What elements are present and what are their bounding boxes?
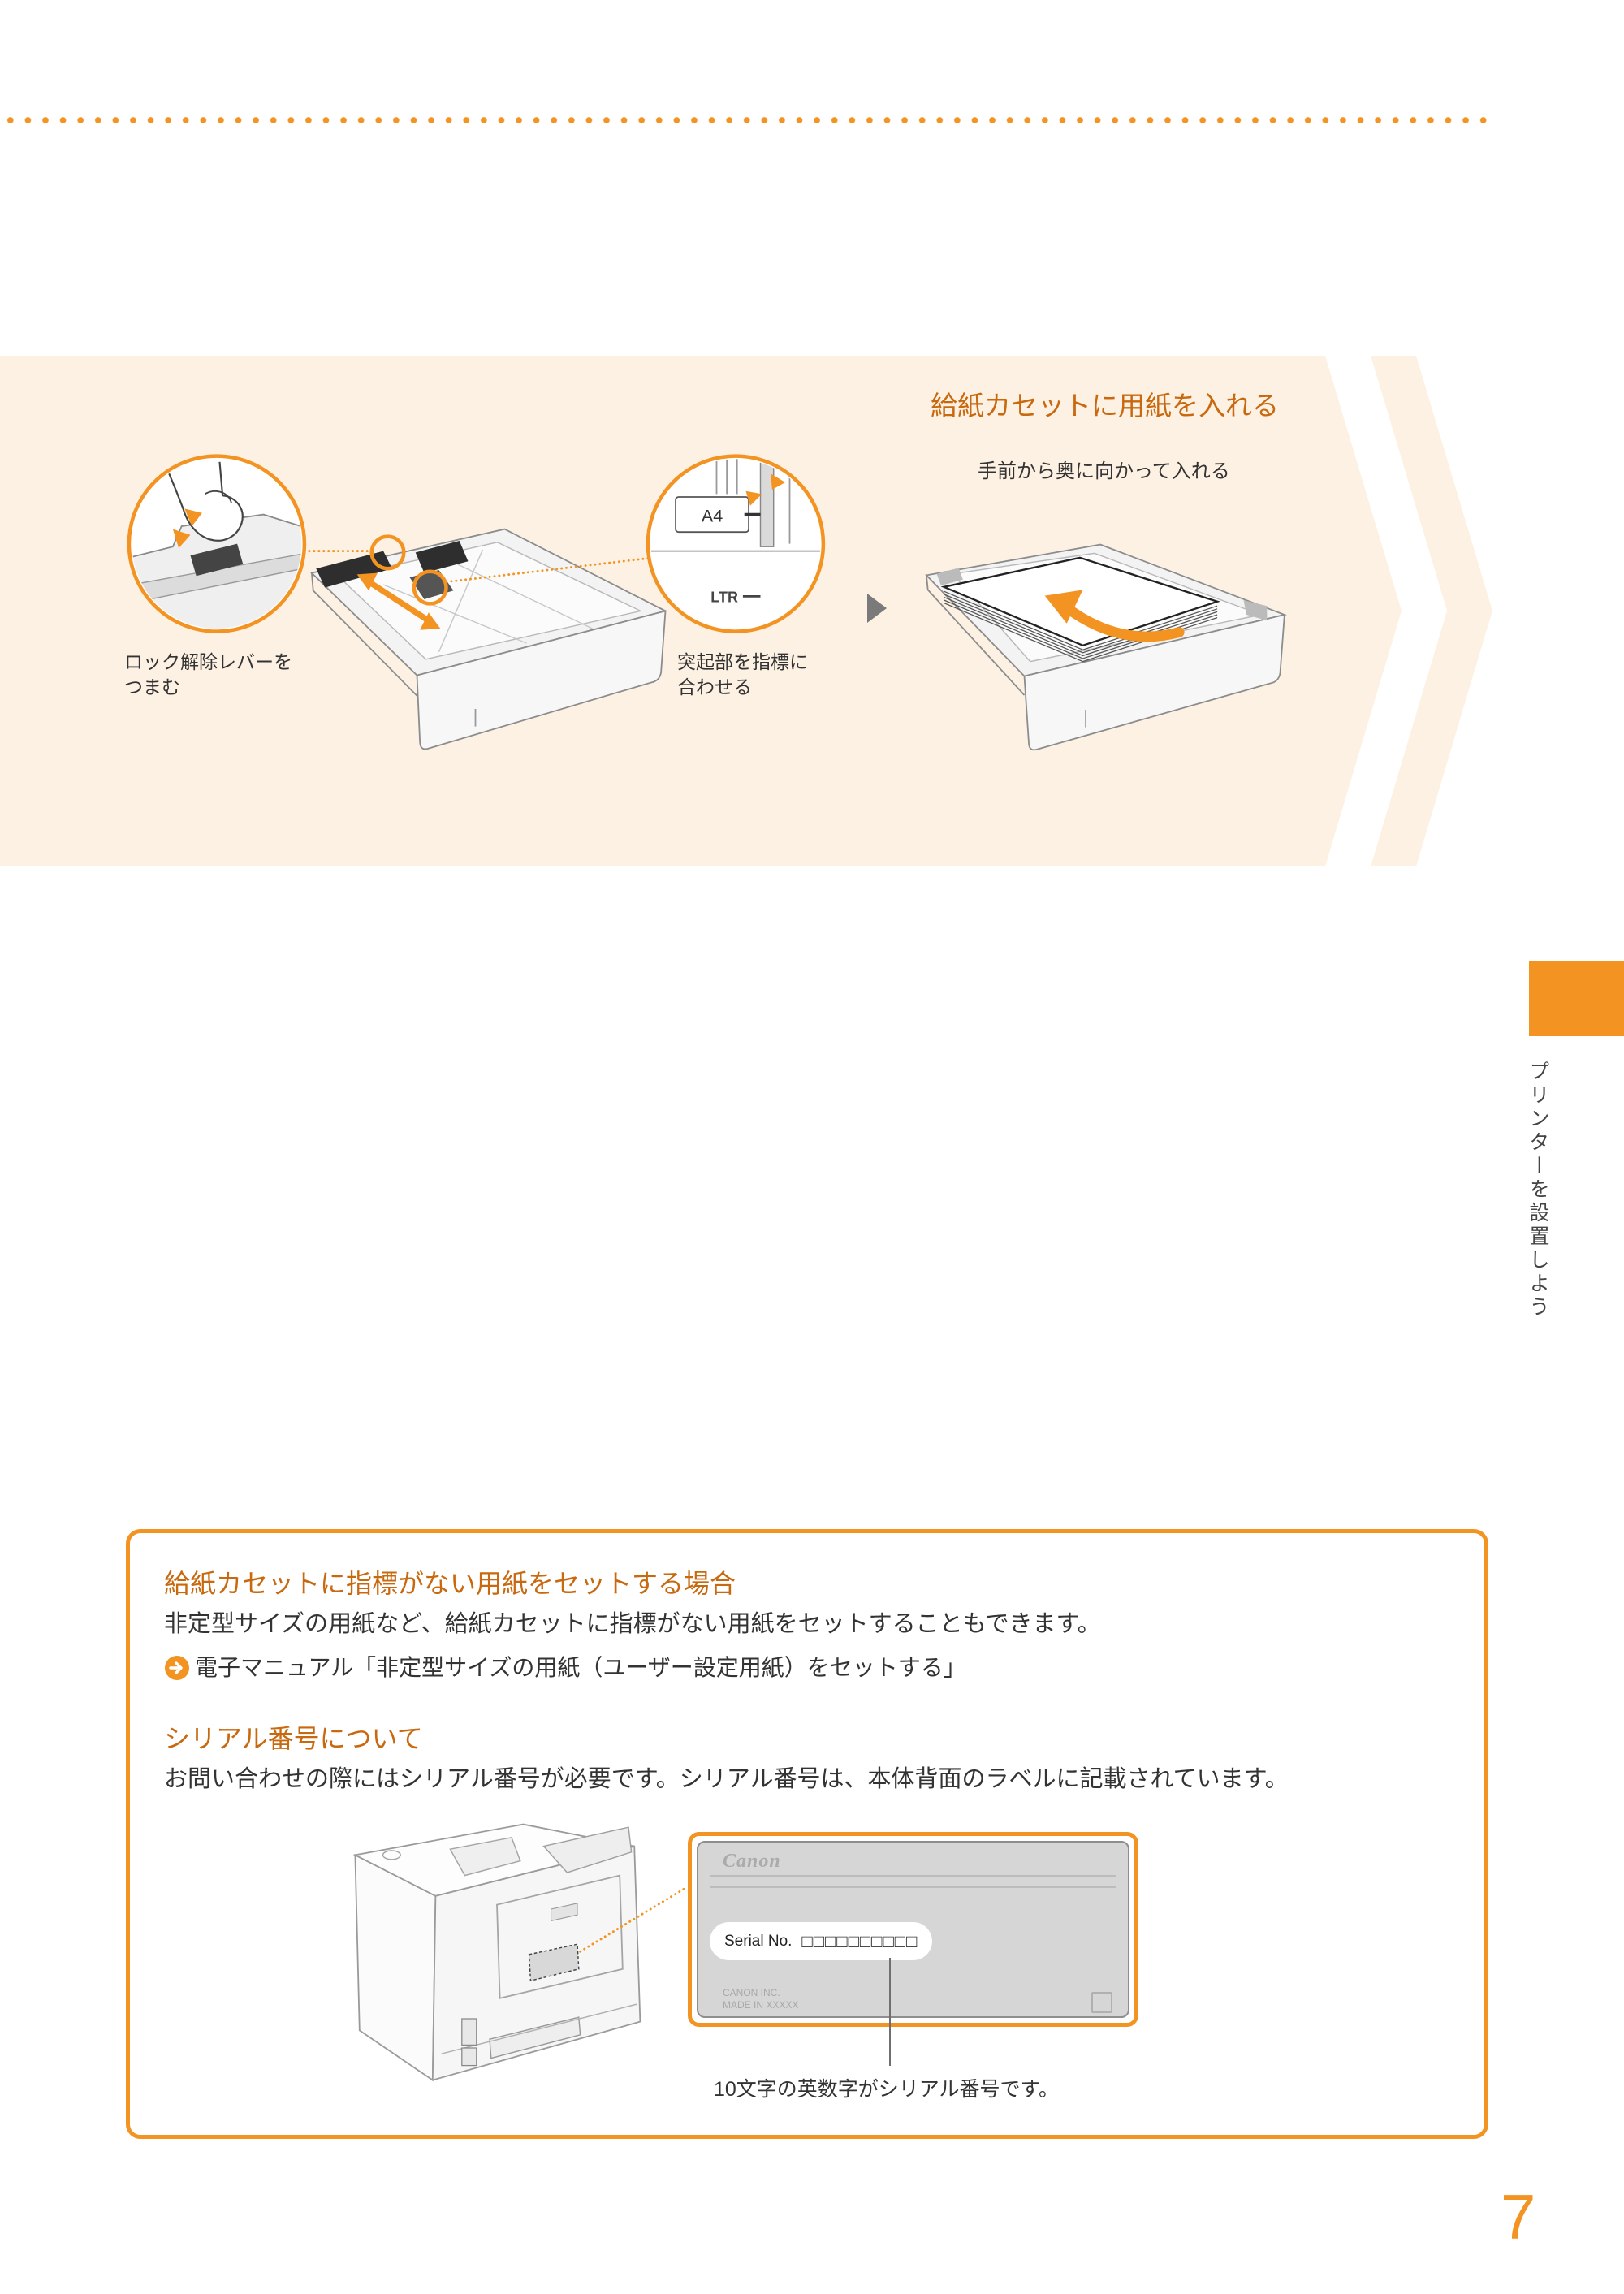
page-number: 7: [1501, 2181, 1536, 2253]
serial-number-field: Serial No. □□□□□□□□□□: [710, 1922, 933, 1960]
printer-rear-illustration: [352, 1823, 689, 2082]
paper-cassette: [310, 528, 668, 750]
insert-direction-arrow: [1044, 590, 1185, 642]
custom-paper-body: 非定型サイズの用紙など、給紙カセットに指標がない用紙をセットすることもできます。: [164, 1611, 1101, 1637]
serial-number-caption: 10文字の英数字がシリアル番号です。: [714, 2078, 1060, 2101]
chapter-tab: [1529, 961, 1624, 1036]
label-checkbox-mark: [1091, 1992, 1112, 2013]
serial-field-value: □□□□□□□□□□: [801, 1930, 918, 1951]
manual-reference-link[interactable]: 電子マニュアル「非定型サイズの用紙（ユーザー設定用紙）をセットする」: [164, 1653, 966, 1683]
serial-number-body: お問い合わせの際にはシリアル番号が必要です。シリアル番号は、本体背面のラベルに記…: [164, 1766, 1289, 1792]
callout-line: [889, 1958, 891, 2066]
arrow-right-circle-icon: [165, 1656, 189, 1680]
load-paper-illustration: [925, 543, 1287, 751]
caption-guide-mark: 突起部を指標に 合わせる: [677, 650, 808, 700]
serial-label-closeup: Canon Serial No. □□□□□□□□□□ CANON INC. M…: [688, 1832, 1138, 2027]
size-guide-closeup: A4 LTR: [646, 454, 826, 633]
caption-lock-lever-line1: ロック解除レバーを: [124, 651, 292, 672]
step-instruction: 手前から奥に向かって入れる: [978, 460, 1230, 482]
cassette-adjust-illustration: A4 LTR: [127, 454, 826, 750]
chapter-tab-label: プリンターを設置しよう: [1527, 1061, 1549, 1320]
manual-reference-text[interactable]: 電子マニュアル「非定型サイズの用紙（ユーザー設定用紙）をセットする」: [195, 1655, 966, 1680]
origin-text: MADE IN XXXXX: [723, 1999, 799, 2011]
serial-field-label: Serial No.: [724, 1932, 793, 1950]
custom-paper-heading: 給紙カセットに指標がない用紙をセットする場合: [164, 1569, 736, 1598]
triangle-right-icon: [867, 594, 887, 623]
a4-mark: A4: [702, 506, 723, 526]
maker-text: CANON INC.: [723, 1987, 780, 1998]
label-rule: [710, 1875, 1116, 1877]
caption-lock-lever: ロック解除レバーを つまむ: [124, 650, 292, 700]
lock-lever-closeup: [127, 454, 307, 633]
caption-guide-mark-line2: 合わせる: [677, 676, 752, 698]
dotted-divider: [2, 116, 1492, 124]
brand-logo: Canon: [723, 1851, 781, 1872]
caption-lock-lever-line2: つまむ: [124, 676, 180, 698]
ltr-mark: LTR: [710, 590, 738, 606]
caption-guide-mark-line1: 突起部を指標に: [677, 651, 808, 672]
step-title: 給紙カセットに用紙を入れる: [931, 391, 1279, 421]
label-rule: [710, 1886, 1116, 1888]
serial-label-plate: Canon Serial No. □□□□□□□□□□ CANON INC. M…: [697, 1841, 1129, 2018]
serial-number-heading: シリアル番号について: [164, 1724, 423, 1753]
